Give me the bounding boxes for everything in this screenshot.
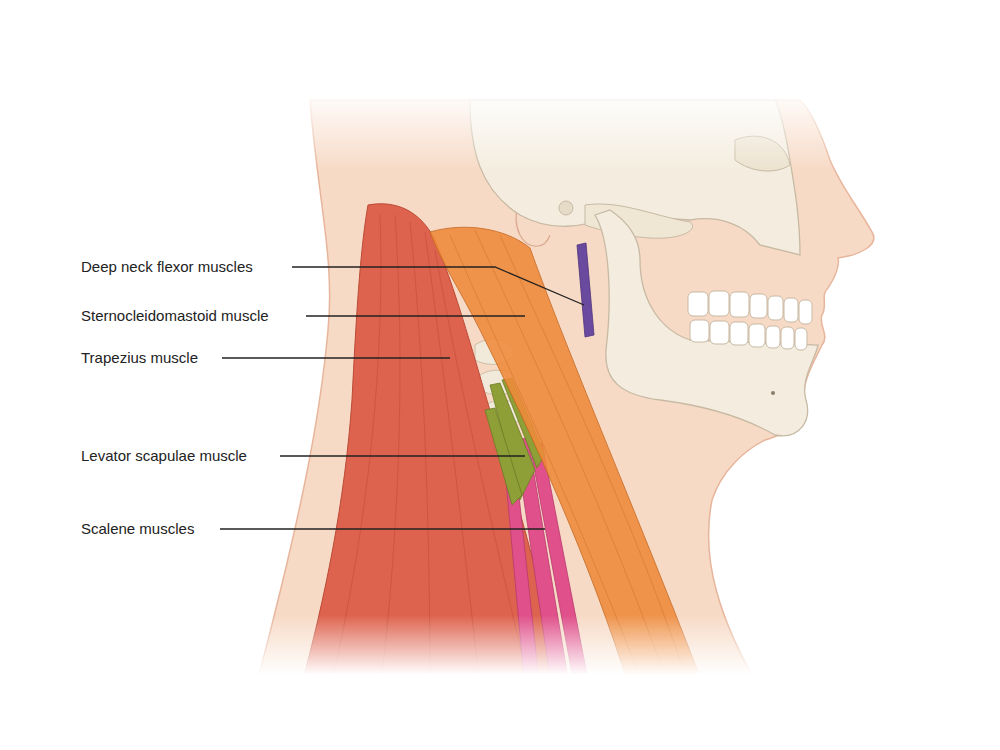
leader-line — [220, 528, 545, 529]
top-fade — [0, 90, 1000, 170]
leader-lines — [220, 267, 584, 529]
skin — [255, 100, 874, 690]
leader-line — [306, 315, 525, 316]
bottom-blank — [0, 674, 1000, 750]
teeth — [688, 291, 812, 350]
bottom-fade — [0, 615, 1000, 675]
leader-line — [280, 455, 525, 456]
mandible — [595, 210, 818, 436]
part-label: Trapezius muscle — [81, 349, 198, 367]
part-label: Deep neck flexor muscles — [81, 258, 253, 276]
mental-foramen — [771, 391, 775, 395]
part-label: Sternocleidomastoid muscle — [81, 307, 269, 325]
leader-line — [222, 357, 450, 358]
part-label: Scalene muscles — [81, 520, 194, 538]
top-blank — [0, 0, 1000, 92]
ear-canal — [559, 201, 573, 215]
part-label: Levator scapulae muscle — [81, 447, 247, 465]
deep-neck-flexor-muscles — [577, 243, 594, 337]
leader-line — [292, 267, 584, 305]
